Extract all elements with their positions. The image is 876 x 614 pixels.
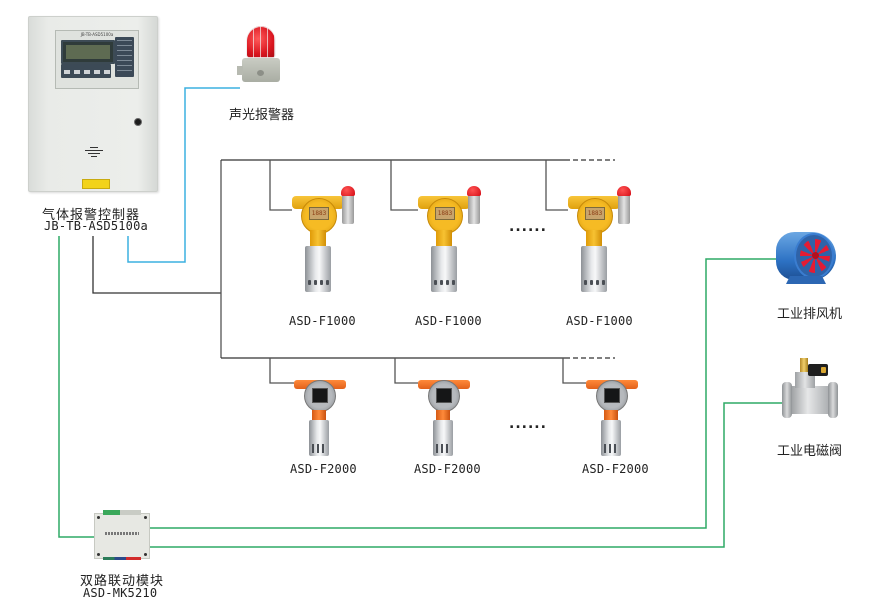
detector-row2-label-2: ASD-F2000 — [414, 462, 481, 476]
beacon-cable-gland — [237, 66, 243, 75]
detector-display — [604, 388, 620, 403]
door-lock-icon — [134, 118, 142, 126]
drop-row1-2 — [390, 160, 418, 211]
detector-row2-label-1: ASD-F2000 — [290, 462, 357, 476]
row2-ellipsis: ...... — [509, 416, 547, 432]
alarm-lamp-icon — [617, 186, 631, 224]
detector-row1-label-1: ASD-F1000 — [289, 314, 356, 328]
drop-row2-3 — [562, 358, 586, 384]
detector-f1000-3[interactable]: 1883 — [568, 186, 638, 302]
linkage-module-icon[interactable] — [94, 510, 150, 560]
sensor-housing — [305, 246, 331, 292]
valve-coil — [808, 364, 828, 376]
keypad — [61, 64, 111, 78]
detector-display — [436, 388, 452, 403]
valve-actuator — [800, 358, 808, 372]
alarm-lamp-icon — [341, 186, 355, 224]
drop-row2-2 — [394, 358, 418, 384]
warning-sticker — [82, 179, 110, 189]
sensor-housing — [309, 420, 329, 456]
exhaust-fan-icon[interactable] — [776, 230, 836, 286]
wire-module-to-valve — [148, 402, 782, 548]
detector-row2-label-3: ASD-F2000 — [582, 462, 649, 476]
beacon-cage — [246, 26, 276, 58]
panel-model-text: JB-TB-ASD5100a — [80, 32, 114, 37]
valve-label: 工业电磁阀 — [777, 444, 843, 459]
detector-f2000-3[interactable] — [586, 378, 646, 468]
module-terminal-bottom — [103, 557, 141, 560]
beacon-label: 声光报警器 — [229, 108, 295, 123]
detector-f2000-1[interactable] — [294, 378, 354, 468]
detector-display — [312, 388, 328, 403]
controller-front-panel: JB-TB-ASD5100a — [55, 30, 139, 89]
audible-visual-alarm-icon[interactable] — [237, 26, 282, 84]
wire-controller-to-module — [58, 236, 94, 538]
lcd-screen — [61, 40, 115, 64]
beacon-base — [242, 58, 280, 82]
controller-model-label: JB-TB-ASD5100a — [44, 219, 148, 233]
solenoid-valve-icon[interactable] — [780, 358, 840, 424]
status-led-column — [115, 37, 134, 77]
detector-head — [596, 380, 628, 412]
drop-row2-1 — [269, 358, 294, 384]
sensor-housing — [433, 420, 453, 456]
detector-display: 1883 — [435, 207, 455, 220]
detector-f2000-2[interactable] — [418, 378, 478, 468]
module-terminal-top — [103, 510, 141, 515]
module-nameplate — [105, 532, 139, 535]
controller-name-label: 气体报警控制器 — [42, 208, 141, 223]
detector-f1000-2[interactable]: 1883 — [418, 186, 488, 302]
fan-label: 工业排风机 — [777, 307, 843, 322]
detector-display: 1883 — [585, 207, 605, 220]
sensor-housing — [581, 246, 607, 292]
wire-controller-to-beacon — [127, 87, 240, 263]
row1-ellipsis: ...... — [509, 219, 547, 235]
alarm-lamp-icon — [467, 186, 481, 224]
detector-f1000-1[interactable]: 1883 — [292, 186, 362, 302]
module-name-label: 双路联动模块 — [80, 574, 165, 589]
gas-alarm-controller-icon[interactable]: JB-TB-ASD5100a — [28, 16, 158, 192]
detector-display: 1883 — [309, 207, 329, 220]
wire-controller-to-bus — [92, 236, 221, 294]
speaker-grille-icon — [85, 145, 103, 157]
drop-row1-3 — [545, 160, 568, 211]
fan-stand — [786, 276, 826, 284]
wire-module-to-fan — [148, 258, 778, 529]
sensor-housing — [431, 246, 457, 292]
module-model-label: ASD-MK5210 — [83, 586, 158, 600]
detector-row1-label-3: ASD-F1000 — [566, 314, 633, 328]
sensor-housing — [601, 420, 621, 456]
drop-row1-1 — [269, 160, 292, 211]
detector-row1-label-2: ASD-F1000 — [415, 314, 482, 328]
